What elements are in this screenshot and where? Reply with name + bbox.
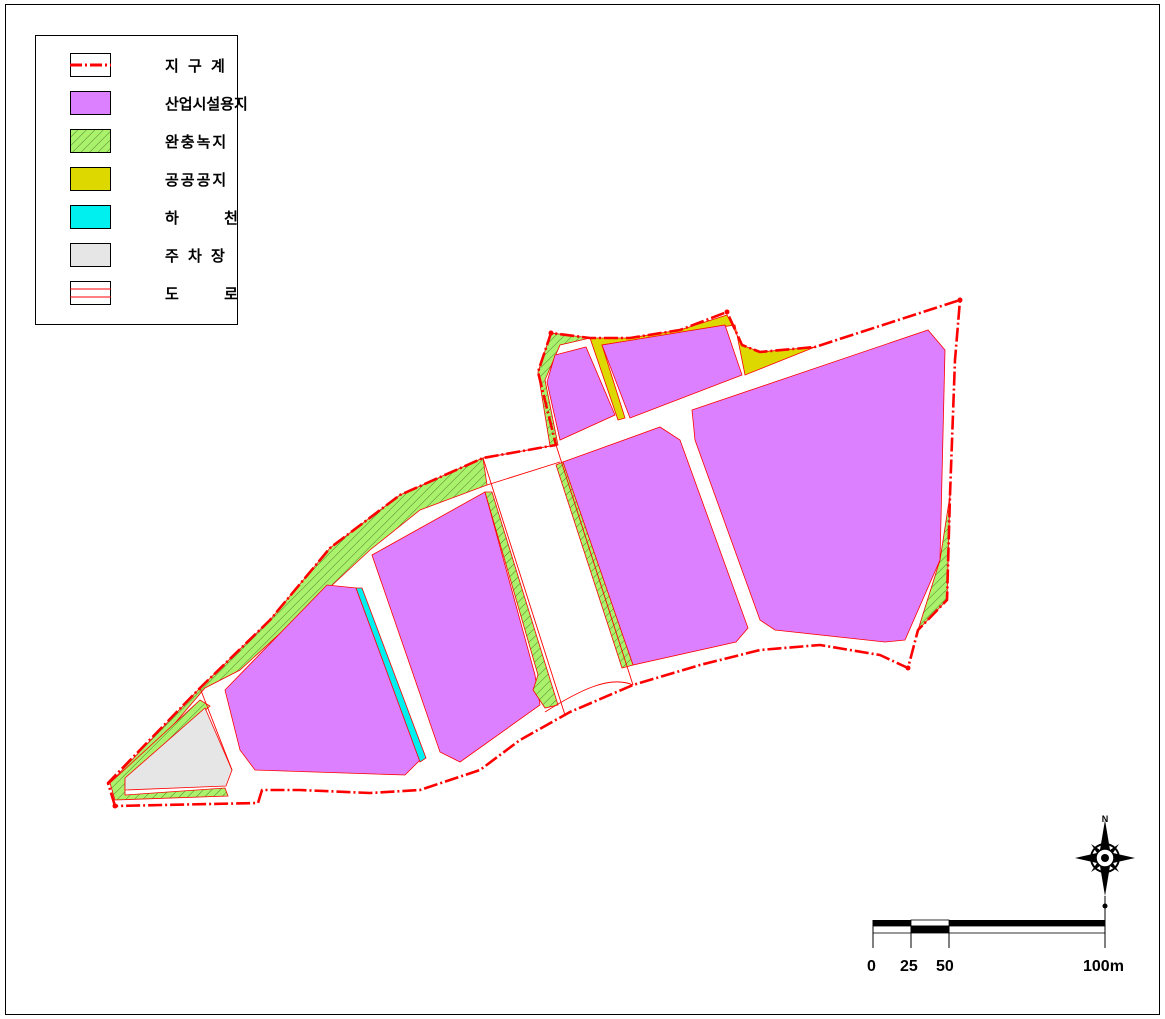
industrial-parcel-6 — [601, 324, 743, 419]
scale-label-25: 25 — [900, 958, 918, 975]
legend-label: 산업시설용지 — [165, 95, 248, 113]
boundary-line-icon — [70, 53, 111, 77]
road-lines — [199, 444, 634, 771]
parking-swatch-icon — [70, 243, 111, 267]
legend-label: 지 구 계 — [165, 57, 227, 75]
scale-bar — [872, 906, 1106, 948]
buffer-green-strip-mid-left — [484, 491, 559, 709]
public-space-swatch-icon — [70, 167, 111, 191]
legend-label: 완충녹지 — [165, 133, 229, 151]
district-boundary — [106, 298, 962, 808]
compass-rose-icon — [1075, 820, 1135, 909]
industrial-swatch-icon — [70, 91, 111, 115]
buffer-green-strip-parking — [109, 699, 229, 801]
parking-lot — [124, 707, 233, 791]
legend-label: 도 로 — [165, 285, 240, 303]
legend-label: 하 천 — [165, 209, 240, 227]
legend-label: 공공공지 — [165, 171, 229, 189]
buffer-green-swatch-icon — [70, 129, 111, 153]
map-legend: 지 구 계 산업시설용지 완충녹지 공공공지 하 천 주 차 장 도 로 — [35, 35, 248, 325]
industrial-parcel-5 — [546, 346, 616, 441]
stream-swatch-icon — [70, 205, 111, 229]
legend-label: 주 차 장 — [165, 247, 227, 265]
map-frame — [5, 4, 1160, 1015]
boundary-vertices — [112, 297, 963, 809]
north-label: N — [1102, 814, 1109, 824]
industrial-parcel-4 — [691, 329, 946, 643]
scale-label-100m: 100m — [1083, 958, 1124, 975]
scale-label-50: 50 — [936, 958, 954, 975]
industrial-parcel-1 — [224, 584, 421, 776]
road-swatch-icon — [70, 281, 111, 305]
stream — [355, 587, 427, 763]
scale-label-0: 0 — [867, 958, 876, 975]
